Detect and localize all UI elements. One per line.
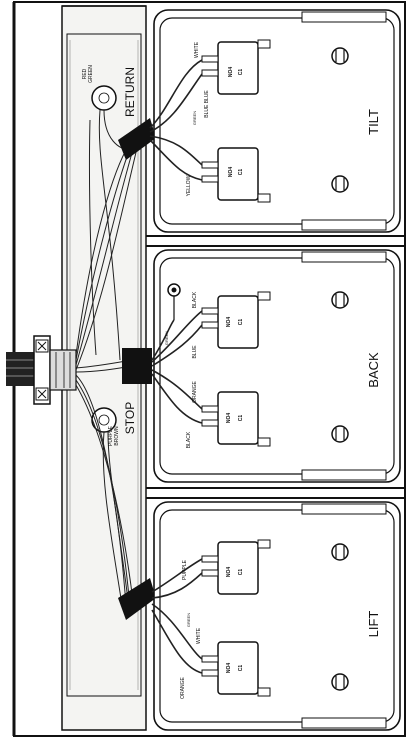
svg-text:GREEN: GREEN (186, 613, 191, 627)
svg-text:YELLOW: YELLOW (186, 175, 192, 196)
screw-icon (331, 175, 349, 193)
return-lamp (91, 85, 117, 111)
screw-icon (331, 673, 349, 691)
svg-text:NO4: NO4 (228, 67, 234, 78)
svg-text:C1: C1 (238, 69, 244, 76)
svg-text:ORANGE: ORANGE (192, 381, 198, 403)
return-wire-label-2: GREEN (88, 65, 94, 83)
section-label-lift: LIFT (366, 611, 381, 638)
svg-text:NO4: NO4 (226, 567, 232, 578)
microswitch: NO4 C1 (201, 391, 271, 447)
return-wire-label-1: RED (82, 68, 88, 79)
cable-grommet (6, 335, 77, 405)
screw-icon (331, 425, 349, 443)
svg-text:GREEN: GREEN (164, 331, 169, 345)
svg-text:C1: C1 (238, 319, 244, 326)
svg-text:C1: C1 (238, 665, 244, 672)
svg-text:NO4: NO4 (226, 317, 232, 328)
svg-text:GREEN: GREEN (192, 111, 197, 125)
svg-text:BLACK: BLACK (192, 291, 198, 308)
stop-wire-label-1: PURPLE (108, 425, 114, 446)
wire-sleeves (118, 118, 156, 620)
back-section: NO4 C1 NO4 C1 BLACK GREEN BLUE ORANGE BL… (151, 249, 401, 483)
microswitch: NO4 C1 (201, 291, 271, 349)
microswitch: NO4 C1 (201, 147, 271, 203)
svg-text:NO4: NO4 (226, 663, 232, 674)
section-label-tilt: TILT (366, 109, 381, 135)
svg-text:PURPLE: PURPLE (182, 559, 188, 580)
section-label-back: BACK (366, 352, 381, 388)
svg-text:WHITE: WHITE (196, 627, 202, 644)
lift-section: NO4 C1 NO4 C1 PURPLE GREEN WHITE ORANGE … (151, 501, 401, 731)
svg-text:ORANGE: ORANGE (180, 677, 186, 699)
microswitch: NO4 C1 (201, 539, 271, 595)
microswitch: NO4 C1 (201, 39, 271, 95)
svg-text:NO4: NO4 (226, 413, 232, 424)
svg-text:BLUE BLUE: BLUE BLUE (204, 90, 210, 118)
svg-text:BLUE: BLUE (192, 345, 198, 359)
microswitch: NO4 C1 (201, 641, 271, 697)
svg-text:C1: C1 (238, 169, 244, 176)
svg-text:NO4: NO4 (228, 167, 234, 178)
ground-terminal (167, 283, 181, 320)
svg-text:BLACK: BLACK (186, 431, 192, 448)
svg-text:C1: C1 (238, 415, 244, 422)
svg-text:WHITE: WHITE (194, 41, 200, 58)
screw-icon (331, 543, 349, 561)
return-label: RETURN (123, 67, 137, 117)
screw-icon (331, 291, 349, 309)
wire-harness (75, 109, 139, 611)
svg-text:C1: C1 (238, 569, 244, 576)
stop-label: STOP (123, 402, 137, 434)
stop-wire-label-2: BROWN (114, 426, 120, 446)
tilt-section: NO4 C1 NO4 C1 WHITE BLUE BLUE GREEN YELL… (149, 9, 401, 233)
screw-icon (331, 47, 349, 65)
